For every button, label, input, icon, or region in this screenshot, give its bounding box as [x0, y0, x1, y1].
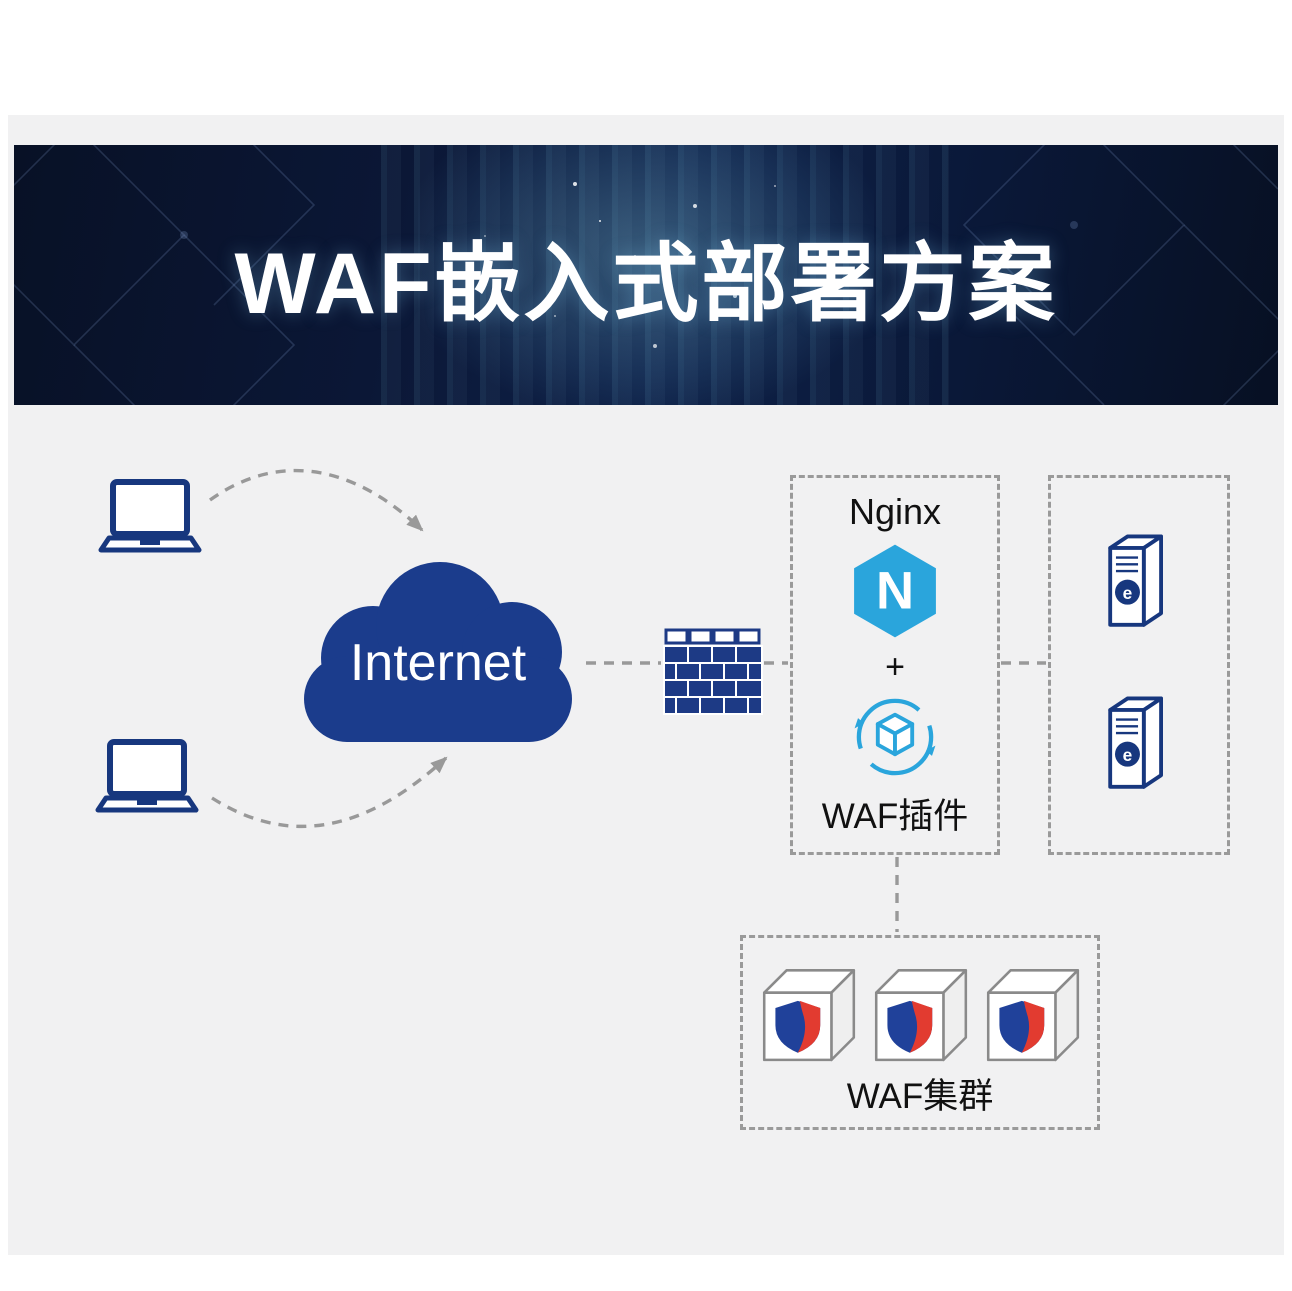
svg-text:N: N: [876, 561, 914, 620]
page-title: WAF嵌入式部署方案: [234, 235, 1058, 332]
waf-plugin-icon: [854, 699, 936, 776]
waf-node-icon: [986, 969, 1080, 1062]
laptop-icon: [98, 479, 202, 553]
server-icon: e: [1108, 696, 1163, 789]
laptop-icon: [95, 739, 199, 813]
waf-node-icon: [874, 969, 968, 1062]
svg-text:e: e: [1123, 583, 1133, 603]
server-group: e e: [1048, 475, 1230, 855]
waf-node-icon: [762, 969, 856, 1062]
internet-cloud: Internet: [288, 550, 588, 750]
plus-sign: +: [885, 647, 905, 686]
nginx-label: Nginx: [848, 491, 942, 533]
banner-glow-decoration: [418, 145, 874, 405]
waf-cluster-group: WAF集群: [740, 935, 1100, 1130]
banner: WAF嵌入式部署方案: [14, 145, 1278, 405]
banner-hex-pattern-decoration: [14, 145, 1278, 405]
waf-cluster-label: WAF集群: [846, 1077, 994, 1116]
cloud-icon: [304, 562, 572, 742]
waf-plugin-label: WAF插件: [821, 796, 969, 836]
internet-label: Internet: [349, 634, 527, 692]
nginx-plugin-group: Nginx N + WAF插件: [790, 475, 1000, 855]
svg-text:e: e: [1123, 745, 1133, 765]
banner-streaks-decoration: [367, 145, 950, 405]
server-icon: e: [1108, 534, 1163, 627]
nginx-logo-icon: N: [854, 544, 936, 638]
waf-cube-row: [752, 954, 1088, 1066]
firewall-icon: [663, 628, 763, 715]
